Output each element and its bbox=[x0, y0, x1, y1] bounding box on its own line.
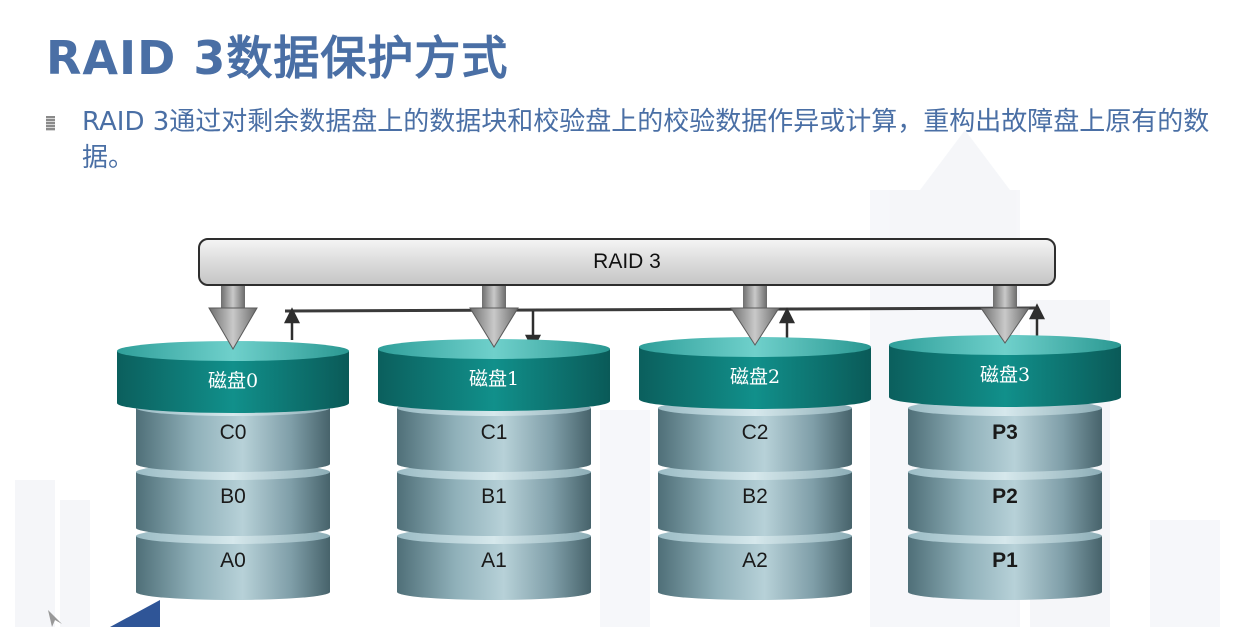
data-block-label: A1 bbox=[481, 549, 507, 572]
raid-bar-label: RAID 3 bbox=[593, 250, 661, 273]
data-block-label: B1 bbox=[481, 485, 507, 508]
cursor-icon bbox=[48, 610, 62, 627]
disk-label: 磁盘2 bbox=[729, 366, 781, 388]
raid-controller-bar: RAID 3 bbox=[198, 238, 1056, 286]
data-block-label: C0 bbox=[219, 421, 247, 444]
page-title: RAID 3数据保护方式 bbox=[46, 31, 509, 85]
parity-block-label: P1 bbox=[992, 549, 1018, 572]
data-block-label: B0 bbox=[220, 485, 246, 508]
bullet-point: RAID 3通过对剩余数据盘上的数据块和校验盘上的校验数据作异或计算，重构出故障… bbox=[46, 104, 1216, 176]
parity-block-label: P3 bbox=[992, 421, 1018, 444]
parity-block-label: P2 bbox=[992, 485, 1018, 508]
data-block-label: A2 bbox=[742, 549, 768, 572]
disk-label: 磁盘3 bbox=[979, 364, 1031, 386]
data-block-label: C2 bbox=[741, 421, 769, 444]
bullet-text: RAID 3通过对剩余数据盘上的数据块和校验盘上的校验数据作异或计算，重构出故障… bbox=[82, 107, 1210, 173]
disk-label: 磁盘1 bbox=[468, 368, 520, 390]
disk-label: 磁盘0 bbox=[207, 370, 259, 392]
data-block-label: C1 bbox=[480, 421, 508, 444]
data-block-label: A0 bbox=[220, 549, 246, 572]
bullet-square-icon bbox=[46, 116, 55, 131]
data-block-label: B2 bbox=[742, 485, 768, 508]
